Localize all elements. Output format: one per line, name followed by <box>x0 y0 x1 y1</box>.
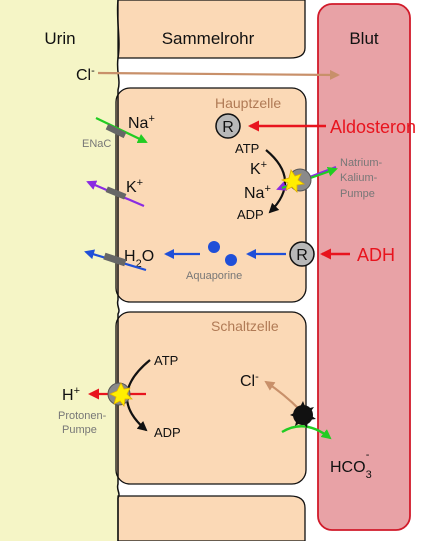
top-cell-segment <box>117 0 306 59</box>
intercalated-cell-title: Schaltzelle <box>211 318 279 334</box>
water-molecule-1 <box>208 241 220 253</box>
pump-label-line1: Natrium- <box>340 157 383 169</box>
proton-pump-atp-label: ATP <box>154 353 178 368</box>
blood-vessel <box>317 3 411 531</box>
receptor-top-label: R <box>222 119 234 136</box>
proton-pump-label-line2: Pumpe <box>62 424 97 436</box>
pump-adp-label: ADP <box>237 207 264 222</box>
water-molecule-2 <box>225 254 237 266</box>
na-enac-arrow <box>95 117 148 144</box>
enac-channel <box>105 123 127 139</box>
duct-label: Sammelrohr <box>162 29 255 48</box>
urine-label: Urin <box>44 29 75 48</box>
aquaporin-label: Aquaporine <box>186 270 242 282</box>
k-pump-label: K+ <box>250 159 267 178</box>
principal-cell-title: Hauptzelle <box>215 95 281 111</box>
bicarbonate-arrow <box>281 425 332 440</box>
urine-region <box>0 0 118 541</box>
pump-label-line3: Pumpe <box>340 188 375 200</box>
enac-label: ENaC <box>82 138 111 150</box>
pump-label-line2: Kalium- <box>340 172 378 184</box>
k-apical-label: K+ <box>126 177 143 196</box>
pump-energy-star <box>280 169 306 193</box>
chloride-inner-label: Cl- <box>240 371 259 390</box>
proton-pump-energy-star <box>109 382 133 407</box>
adh-label: ADH <box>357 245 395 265</box>
proton-pump-adp-label: ADP <box>154 425 181 440</box>
na-apical-label: Na+ <box>128 113 155 132</box>
bicarbonate-label: HCO3- <box>330 449 372 481</box>
k-channel <box>105 186 127 200</box>
receptor-bottom <box>289 241 315 267</box>
na-pump-label: Na+ <box>244 183 271 202</box>
chloride-top-arrow <box>97 69 340 80</box>
receptor-bottom-label: R <box>296 247 308 264</box>
receptor-top <box>215 113 241 139</box>
chloride-top-label: Cl- <box>76 65 95 84</box>
bottom-cell-segment <box>117 495 306 542</box>
apical-membrane <box>116 0 120 541</box>
blood-label: Blut <box>349 29 379 48</box>
aldosterone-label: Aldosteron <box>330 117 416 137</box>
intercalated-cell <box>115 311 307 485</box>
aquaporin-channel <box>103 252 127 267</box>
pump-atp-label: ATP <box>235 141 259 156</box>
proton-pump-label-line1: Protonen- <box>58 410 107 422</box>
anion-exchanger-star <box>290 401 316 428</box>
h-ion-label: H+ <box>62 385 80 404</box>
water-label: H2O <box>124 248 154 270</box>
